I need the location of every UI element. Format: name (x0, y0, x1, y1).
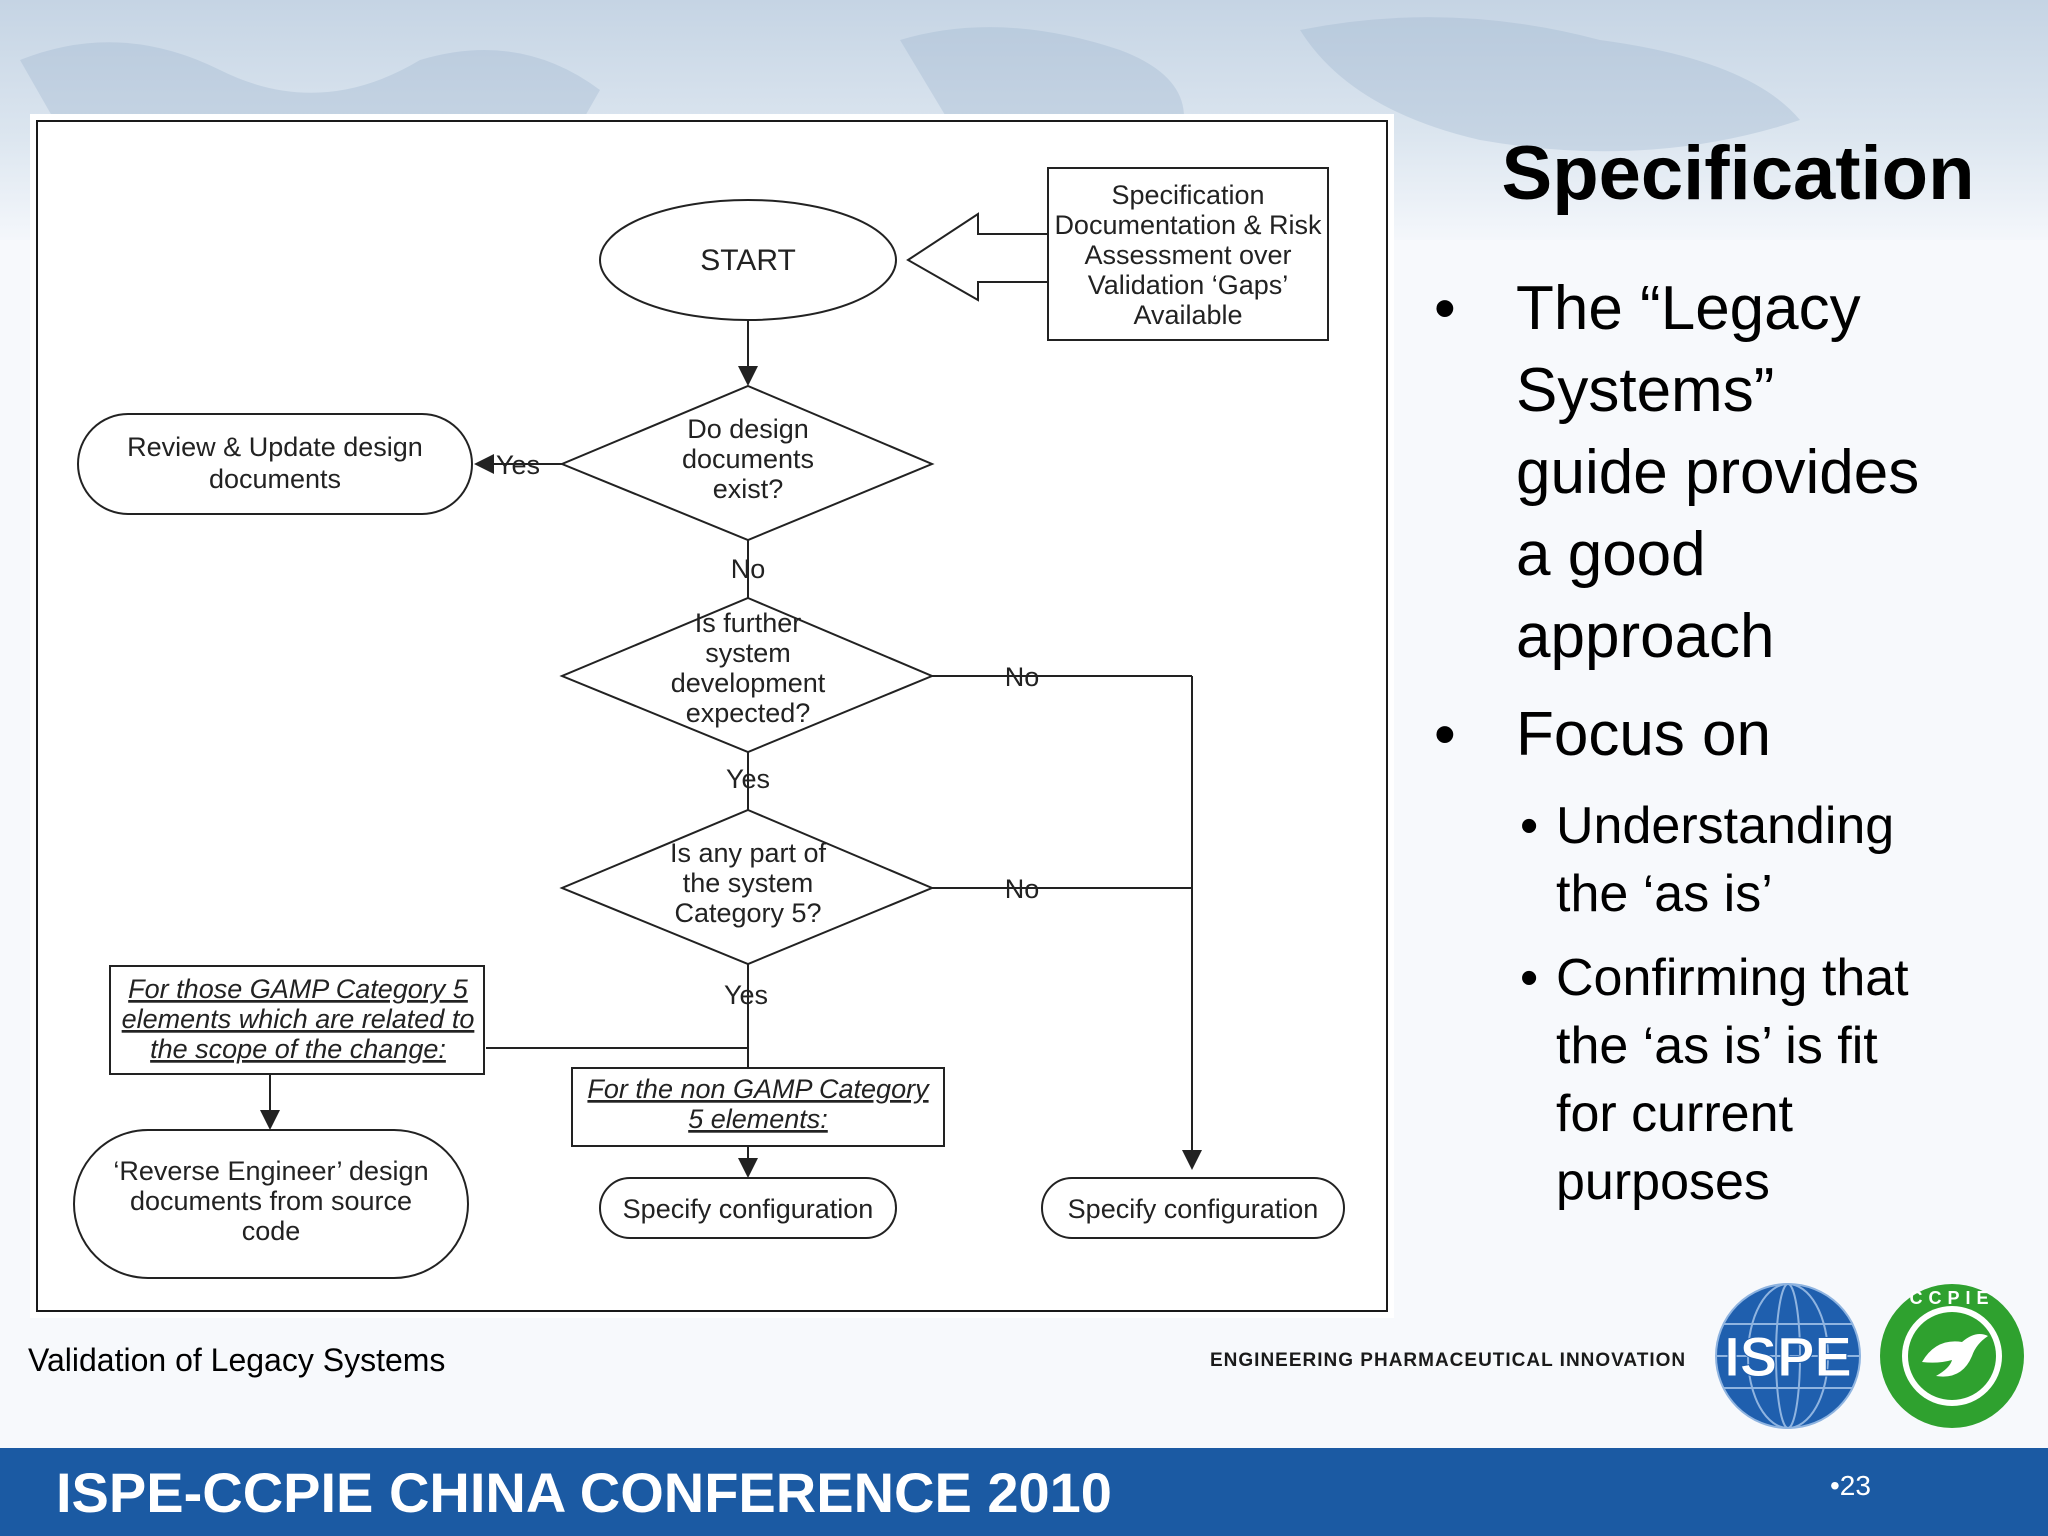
specify-mid-node (599, 1177, 897, 1239)
bullet-line: the ‘as is’ (1556, 865, 1773, 923)
q2-line-4: expected? (686, 698, 811, 728)
ccpie-logo-text: CCPIE (1909, 1288, 1994, 1308)
bullet-dot: • (1434, 274, 1456, 343)
footer-caption: Validation of Legacy Systems (28, 1342, 446, 1378)
gamp5-note-box (109, 965, 485, 1075)
input-line-4: Validation ‘Gaps’ (1088, 270, 1289, 300)
non-gamp-note-box (571, 1067, 945, 1147)
bullet-item: • The “Legacy Systems” guide provides a … (1430, 268, 2030, 678)
gamp5-note-line-2: elements which are related to (122, 1004, 475, 1034)
bullet-line: the ‘as is’ is fit (1556, 1017, 1878, 1075)
bullet-line: guide provides (1516, 438, 1920, 507)
ccpie-logo: CCPIE (1880, 1284, 2024, 1428)
q3-line-3: Category 5? (674, 898, 821, 928)
bullet-line: Confirming that (1556, 949, 1909, 1007)
sub-bullet-dot: • (1520, 797, 1539, 855)
sub-bullet-item: • Confirming that the ‘as is’ is fit for… (1430, 944, 2030, 1216)
q2-line-3: development (671, 668, 826, 698)
bullet-line: a good (1516, 520, 1706, 589)
flowchart-panel: START Specification Documentation & Risk… (36, 120, 1388, 1312)
q2-no-label: No (1005, 662, 1040, 692)
page-number: •23 (1830, 1470, 1871, 1501)
input-arrow (906, 212, 1049, 302)
footer-tagline: ENGINEERING PHARMACEUTICAL INNOVATION (1210, 1350, 1687, 1371)
q3-no-label: No (1005, 874, 1040, 904)
reverse-line-1: ‘Reverse Engineer’ design (113, 1156, 428, 1186)
bullet-line: Systems” (1516, 356, 1775, 425)
non-gamp-note-line-2: 5 elements: (688, 1104, 828, 1134)
bullet-line: approach (1516, 602, 1775, 671)
bullet-line: purposes (1556, 1153, 1770, 1211)
bullet-list: • The “Legacy Systems” guide provides a … (1430, 268, 2030, 1232)
ispe-logo-text: ISPE (1724, 1325, 1852, 1388)
q3-line-2: the system (683, 868, 814, 898)
input-line-5: Available (1133, 300, 1242, 330)
slide-title: Specification (1501, 131, 1975, 216)
review-line-2: documents (209, 464, 341, 494)
bullet-line: Focus on (1516, 700, 1772, 769)
input-box (1047, 167, 1329, 341)
q1-line-2: documents (682, 444, 814, 474)
q2-yes-label: Yes (726, 764, 770, 794)
sub-bullet-dot: • (1520, 949, 1539, 1007)
q3-yes-label: Yes (724, 980, 768, 1010)
bullet-dot: • (1434, 700, 1456, 769)
flowchart: START Specification Documentation & Risk… (73, 167, 1345, 1279)
q1-yes-label: Yes (496, 450, 540, 480)
sub-bullet-item: • Understanding the ‘as is’ (1430, 792, 2030, 928)
review-line-1: Review & Update design (127, 432, 423, 462)
q1-no-label: No (731, 554, 766, 584)
start-label: START (700, 244, 796, 277)
q2-line-1: Is further (695, 608, 802, 638)
q1-line-3: exist? (713, 474, 784, 504)
specify-mid-label: Specify configuration (623, 1194, 874, 1224)
bullet-line: The “Legacy (1516, 274, 1861, 343)
gamp5-note-line-1: For those GAMP Category 5 (128, 974, 469, 1004)
reverse-node (73, 1129, 469, 1279)
input-line-2: Documentation & Risk (1054, 210, 1322, 240)
q1-line-1: Do design (687, 414, 809, 444)
bullet-item: • Focus on (1430, 694, 2030, 776)
input-line-1: Specification (1111, 180, 1264, 210)
q2-line-2: system (705, 638, 791, 668)
bullet-line: Understanding (1556, 797, 1895, 855)
footer-bar (0, 1448, 2048, 1536)
conference-title: ISPE-CCPIE CHINA CONFERENCE 2010 (56, 1461, 1112, 1524)
ispe-logo: ISPE (1715, 1283, 1861, 1429)
reverse-line-2: documents from source (130, 1186, 412, 1216)
gamp5-note-line-3: the scope of the change: (150, 1034, 446, 1064)
reverse-line-3: code (242, 1216, 301, 1246)
non-gamp-note-line-1: For the non GAMP Category (587, 1074, 930, 1104)
q3-line-1: Is any part of (670, 838, 827, 868)
input-line-3: Assessment over (1084, 240, 1291, 270)
review-node (77, 413, 473, 515)
specify-right-node (1041, 1177, 1345, 1239)
bullet-line: for current (1556, 1085, 1793, 1143)
specify-right-label: Specify configuration (1068, 1194, 1319, 1224)
